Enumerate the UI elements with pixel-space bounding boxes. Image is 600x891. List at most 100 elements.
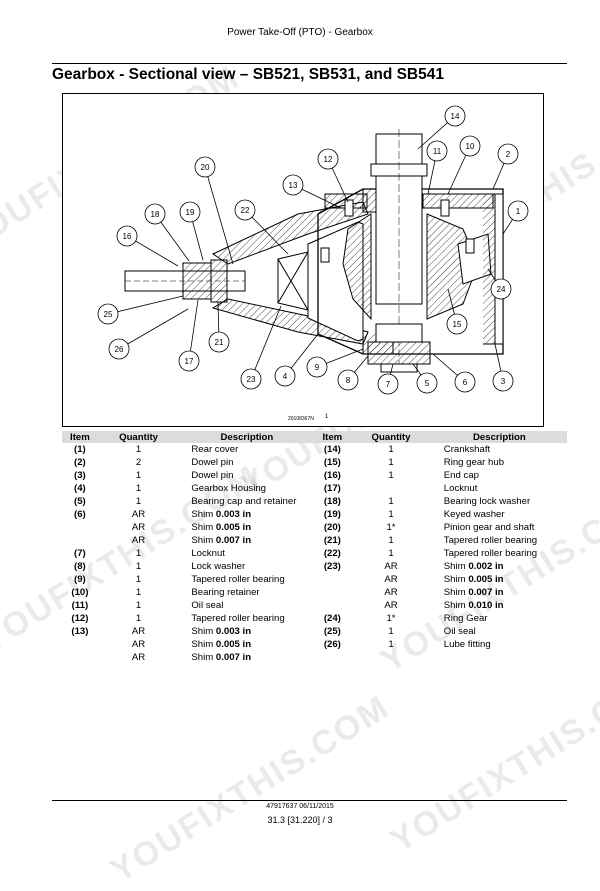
watermark: YOUFIXTHIS.COM	[384, 657, 600, 861]
description-text: Tapered roller bearing	[443, 548, 538, 559]
cell-description: Pinion gear and shaft	[432, 521, 567, 534]
header-item: Item	[62, 431, 98, 443]
cell-description: Shim 0.002 in	[432, 560, 567, 573]
header-rule	[52, 63, 567, 64]
callout-16: 16	[123, 232, 132, 241]
cell-description: Tapered roller bearing	[179, 612, 314, 625]
cell-quantity: 2	[135, 457, 142, 468]
callout-17: 17	[185, 357, 194, 366]
callout-12: 12	[324, 155, 333, 164]
cell-description: End cap	[432, 469, 567, 482]
cell-item: (13)	[71, 626, 89, 637]
cell-quantity: 1	[135, 470, 142, 481]
cell-item: (18)	[323, 496, 341, 507]
cell-item: (10)	[71, 587, 89, 598]
cell-item: (21)	[323, 535, 341, 546]
cell-quantity: 1	[388, 626, 394, 637]
cell-quantity: 1	[135, 600, 142, 611]
description-text: Ring gear hub	[443, 457, 505, 468]
header-quantity: Quantity	[97, 431, 180, 443]
cell-item: (24)	[323, 613, 341, 624]
cell-item: (6)	[74, 509, 86, 520]
description-text: Shim	[191, 535, 216, 546]
cell-description	[432, 651, 567, 664]
cell-description: Tapered roller bearing	[432, 534, 567, 547]
document-id: 47917637 06/11/2015	[266, 803, 334, 810]
callout-22: 22	[241, 206, 250, 215]
description-text: Oil seal	[443, 626, 476, 637]
cell-quantity: AR	[131, 509, 146, 520]
cell-quantity: 1	[135, 483, 142, 494]
cell-quantity: 1	[135, 574, 142, 585]
callout-19: 19	[186, 208, 195, 217]
callout-9: 9	[315, 363, 320, 372]
description-text: Shim	[191, 639, 216, 650]
callout-24: 24	[497, 285, 506, 294]
cell-item: (26)	[323, 639, 341, 650]
description-text: Dowel pin	[191, 457, 234, 468]
description-text: Keyed washer	[443, 509, 505, 520]
cell-item	[314, 651, 350, 664]
callout-20: 20	[201, 163, 210, 172]
description-text: Shim	[191, 522, 216, 533]
callout-23: 23	[247, 375, 256, 384]
cell-item	[62, 651, 98, 664]
cell-quantity: 1	[388, 470, 394, 481]
cell-quantity: 1	[135, 548, 142, 559]
cell-description: Dowel pin	[179, 469, 314, 482]
callout-6: 6	[463, 378, 468, 387]
callout-11: 11	[433, 147, 442, 156]
footer-rule	[52, 800, 567, 801]
description-text: Lock washer	[191, 561, 246, 572]
cell-description: Ring Gear	[432, 612, 567, 625]
header-description: Description	[431, 431, 567, 443]
cell-description: Oil seal	[179, 599, 314, 612]
cell-item: (15)	[323, 457, 341, 468]
cell-item: (17)	[323, 483, 341, 494]
cell-item: (5)	[74, 496, 86, 507]
description-text: Dowel pin	[191, 470, 234, 481]
description-text: Bearing cap and retainer	[191, 496, 297, 507]
cell-quantity: 1	[135, 561, 142, 572]
shim-thickness: 0.005 in	[215, 639, 252, 650]
description-text: Shim	[191, 626, 216, 637]
cell-quantity: AR	[131, 535, 146, 546]
cell-item	[314, 586, 350, 599]
cell-description: Crankshaft	[432, 443, 567, 456]
figure-reference: 20108367N	[288, 416, 314, 422]
callout-14: 14	[451, 112, 460, 121]
cell-description: Shim 0.007 in	[179, 651, 314, 664]
cell-item: (2)	[74, 457, 86, 468]
cell-description: Ring gear hub	[432, 456, 567, 469]
cell-quantity: 1	[388, 457, 394, 468]
cell-quantity: 1	[135, 587, 142, 598]
header-item: Item	[314, 431, 351, 443]
cell-quantity: 1	[388, 535, 394, 546]
page-title: Gearbox - Sectional view – SB521, SB531,…	[52, 66, 444, 83]
table-header-row: Item Quantity Description Item Quantity …	[62, 431, 567, 443]
cell-item: (20)	[323, 522, 341, 533]
description-text: Shim	[443, 574, 469, 585]
cell-description: Bearing lock washer	[432, 495, 567, 508]
cell-item: (1)	[74, 444, 86, 455]
description-text: Locknut	[443, 483, 478, 494]
description-text: Rear cover	[191, 444, 239, 455]
cell-quantity: 1	[388, 509, 394, 520]
shim-thickness: 0.003 in	[215, 626, 252, 637]
cell-item: (3)	[74, 470, 86, 481]
callout-13: 13	[289, 181, 298, 190]
cell-item	[62, 521, 98, 534]
callout-8: 8	[346, 376, 351, 385]
cell-description: Shim 0.003 in	[179, 625, 314, 638]
parts-table: Item Quantity Description Item Quantity …	[62, 431, 567, 664]
callout-2: 2	[506, 150, 511, 159]
